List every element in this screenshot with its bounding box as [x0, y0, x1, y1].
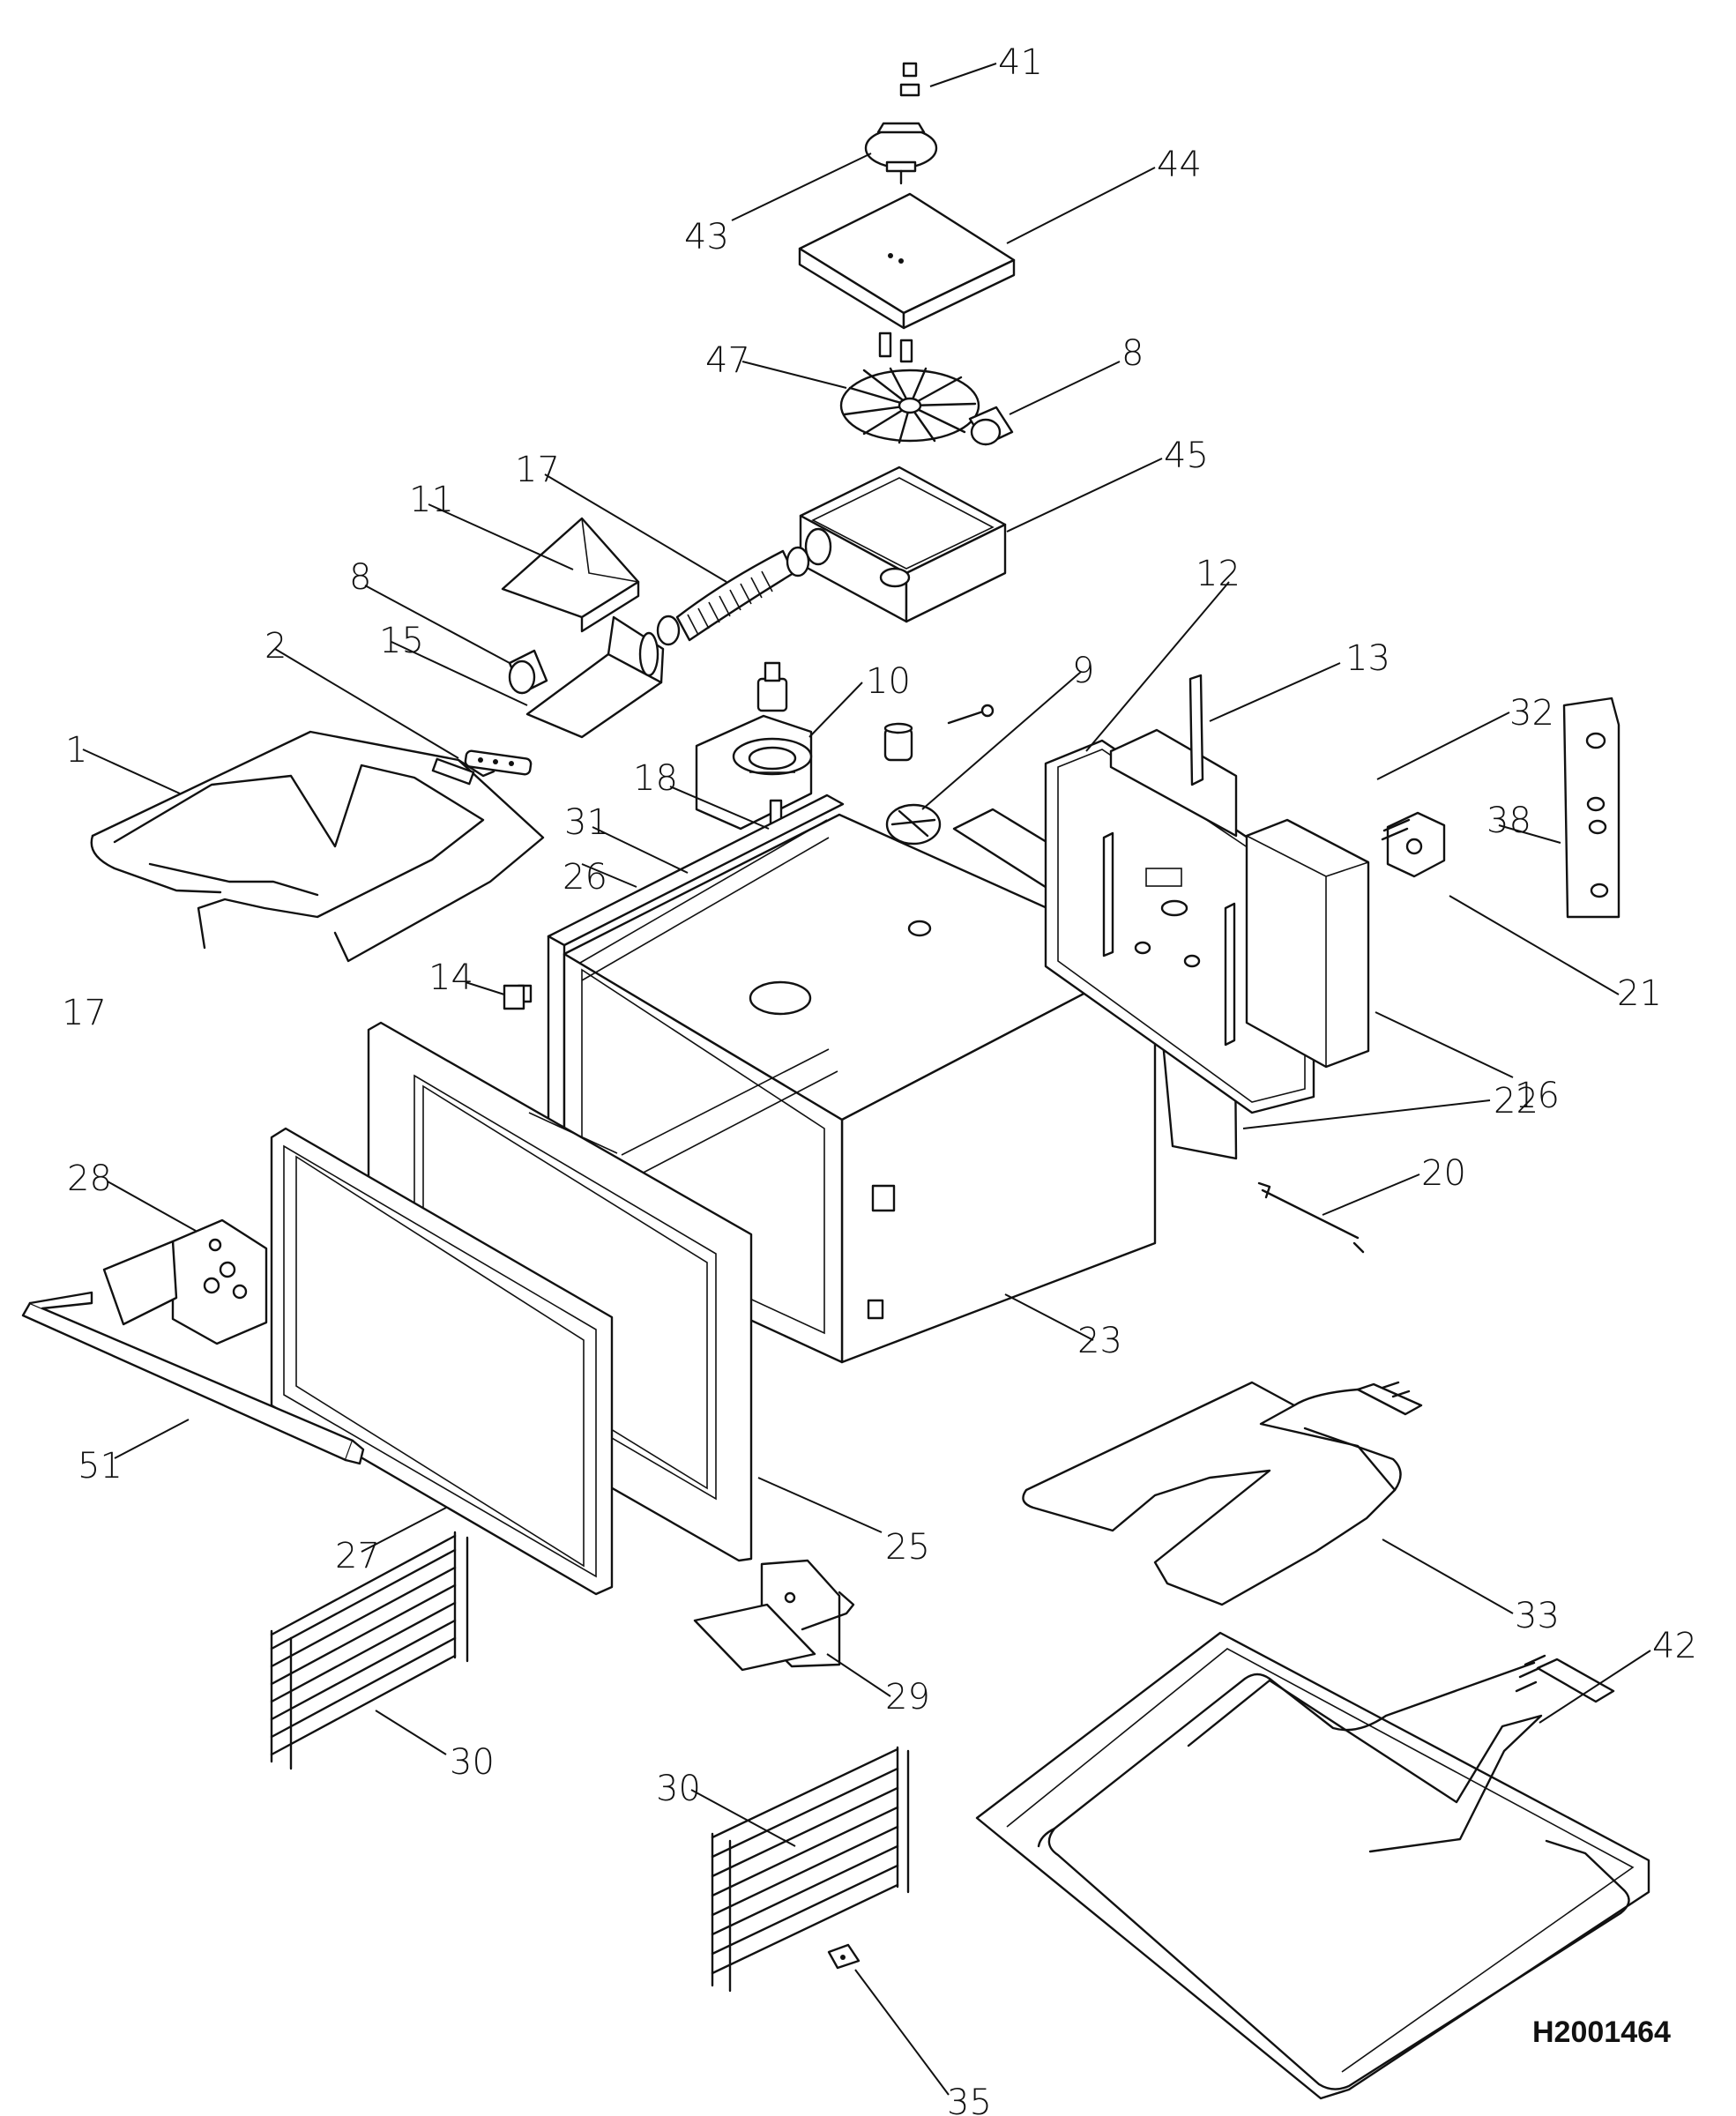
part-45-fan-housing — [799, 466, 1007, 623]
part-27-door-frame — [270, 1127, 614, 1596]
part-51-trim — [21, 1291, 365, 1465]
part-17-flexible-duct — [656, 546, 810, 646]
callout-27: 27 — [335, 1536, 380, 1576]
part-9-gasket — [885, 803, 942, 846]
part-47-fan — [839, 367, 980, 444]
part-16-32-block — [1245, 818, 1370, 1069]
callout-45: 45 — [1164, 436, 1209, 476]
callout-41: 41 — [998, 42, 1043, 83]
callout-22: 22 — [1494, 1081, 1539, 1121]
part-8-bushing-right — [968, 406, 1014, 446]
callout-17-a: 17 — [515, 450, 560, 490]
callout-15: 15 — [379, 621, 424, 661]
callout-14: 14 — [428, 957, 473, 998]
part-28-hinge — [102, 1218, 268, 1345]
callout-11: 11 — [409, 480, 454, 520]
part-30-rack-left — [270, 1531, 469, 1770]
callout-labels: 41 43 44 47 8 45 17 11 8 12 13 32 10 9 1… — [62, 42, 1697, 2116]
part-1-grill-element — [90, 730, 545, 963]
callout-47: 47 — [705, 340, 750, 381]
callout-25: 25 — [885, 1527, 930, 1568]
part-21-switch — [1381, 811, 1446, 878]
part-10-holder — [695, 661, 813, 831]
part-8-bushing-left — [508, 649, 548, 695]
callout-18: 18 — [633, 758, 678, 799]
callout-30-a: 30 — [450, 1742, 495, 1783]
part-30-rack-right — [711, 1746, 910, 1993]
callout-33: 33 — [1515, 1596, 1560, 1636]
callout-38: 38 — [1486, 801, 1531, 841]
callout-29: 29 — [885, 1677, 930, 1717]
part-20-rod — [1257, 1181, 1365, 1254]
callout-8-b: 8 — [349, 557, 371, 598]
callout-20: 20 — [1421, 1153, 1466, 1194]
part-2-terminal — [464, 749, 533, 776]
part-41-screw — [899, 62, 920, 97]
callout-28: 28 — [67, 1159, 112, 1199]
callout-17-b: 17 — [62, 993, 107, 1033]
part-44-cover — [798, 192, 1016, 330]
part-14-clip — [503, 984, 525, 1010]
callout-9: 9 — [1072, 651, 1094, 691]
part-42-tray — [975, 1631, 1650, 2100]
callout-43: 43 — [684, 217, 729, 257]
part-knob-small — [883, 704, 995, 762]
callout-30-b: 30 — [656, 1769, 701, 1809]
drawing-code: H2001464 — [1532, 2015, 1671, 2049]
callout-42: 42 — [1652, 1626, 1697, 1666]
callout-2: 2 — [264, 626, 287, 667]
callout-13: 13 — [1345, 638, 1390, 679]
part-43-thermostat — [864, 122, 938, 185]
part-23-oven-cavity — [517, 813, 1157, 1364]
callout-16: 16 — [1515, 1076, 1560, 1116]
leader-lines — [82, 63, 1651, 2096]
part-13-block — [1109, 674, 1238, 838]
callout-21: 21 — [1617, 973, 1662, 1014]
screws — [878, 332, 913, 363]
callout-51: 51 — [78, 1446, 123, 1486]
part-11-bracket — [501, 517, 640, 633]
callout-31: 31 — [564, 802, 609, 843]
callout-23: 23 — [1077, 1321, 1122, 1361]
part-35-clip — [827, 1943, 861, 1970]
callout-44: 44 — [1157, 145, 1202, 185]
callout-26: 26 — [563, 857, 607, 898]
callout-8-a: 8 — [1121, 333, 1144, 374]
callout-32: 32 — [1509, 693, 1554, 734]
part-15-duct-bracket — [525, 615, 665, 739]
callout-10: 10 — [866, 661, 911, 702]
callout-1: 1 — [65, 730, 87, 771]
part-38-bracket — [1562, 697, 1621, 919]
callout-12: 12 — [1196, 554, 1241, 594]
callout-35: 35 — [947, 2082, 992, 2116]
part-33-element — [1022, 1381, 1423, 1606]
part-29-hinge — [693, 1559, 855, 1672]
